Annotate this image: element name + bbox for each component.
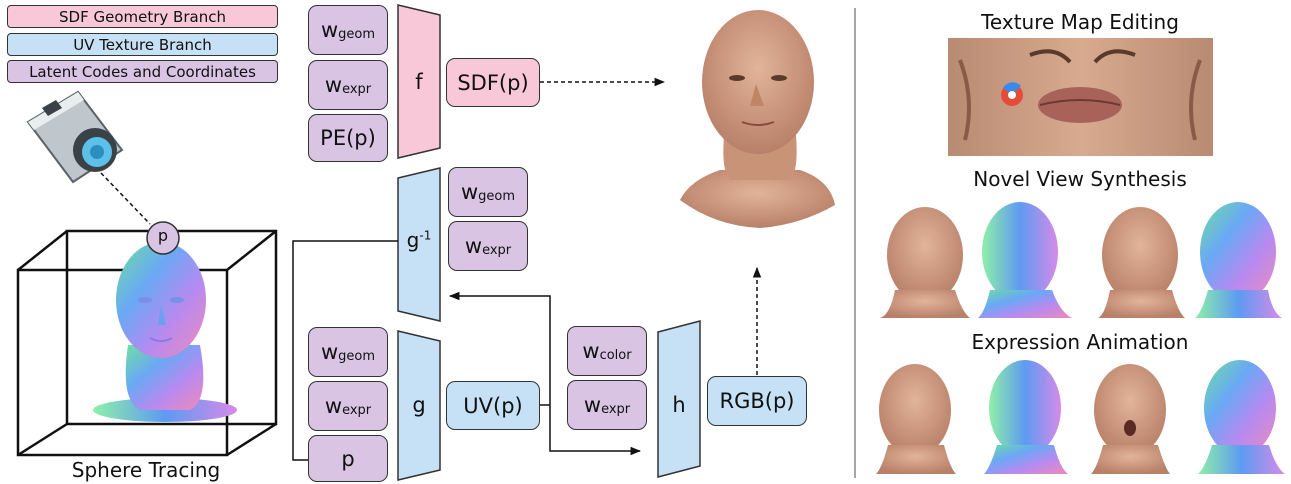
legend-uv-branch: UV Texture Branch <box>7 33 278 56</box>
network-g-inverse <box>397 167 441 322</box>
texture-map-editing-title: Texture Map Editing <box>981 10 1179 34</box>
rgb-output: RGB(p) <box>707 376 807 426</box>
network-f <box>397 4 441 159</box>
uv-to-ginv-arrow <box>448 291 551 405</box>
sphere-tracing-label: Sphere Tracing <box>71 458 221 482</box>
uv-output: UV(p) <box>446 381 540 430</box>
novel-view-synthesis-title: Novel View Synthesis <box>973 167 1187 191</box>
network-h <box>657 320 701 478</box>
sample-point-marker <box>146 221 180 255</box>
uv-to-h-arrow <box>549 405 642 456</box>
camera-ray-line <box>100 172 151 225</box>
sample-point-label: p <box>157 226 169 245</box>
f-input-pe: PE(p) <box>308 114 388 162</box>
expression-animation-title: Expression Animation <box>971 330 1189 354</box>
g-input-p: p <box>308 435 388 482</box>
novel-view-row <box>880 202 1282 318</box>
legend-latent-codes: Latent Codes and Coordinates <box>7 60 278 83</box>
network-h-label: h <box>672 393 686 417</box>
expression-row <box>876 360 1285 474</box>
network-g <box>397 330 441 481</box>
camera-icon <box>26 90 124 184</box>
network-f-label: f <box>415 70 423 94</box>
legend-sdf-branch: SDF Geometry Branch <box>7 5 278 28</box>
rendered-head <box>680 10 835 228</box>
normal-map-head <box>93 242 237 422</box>
network-g-label: g <box>412 393 426 417</box>
texture-map-image <box>948 38 1213 156</box>
sdf-output: SDF(p) <box>446 58 540 107</box>
network-g-inverse-label: g-1 <box>406 228 432 252</box>
